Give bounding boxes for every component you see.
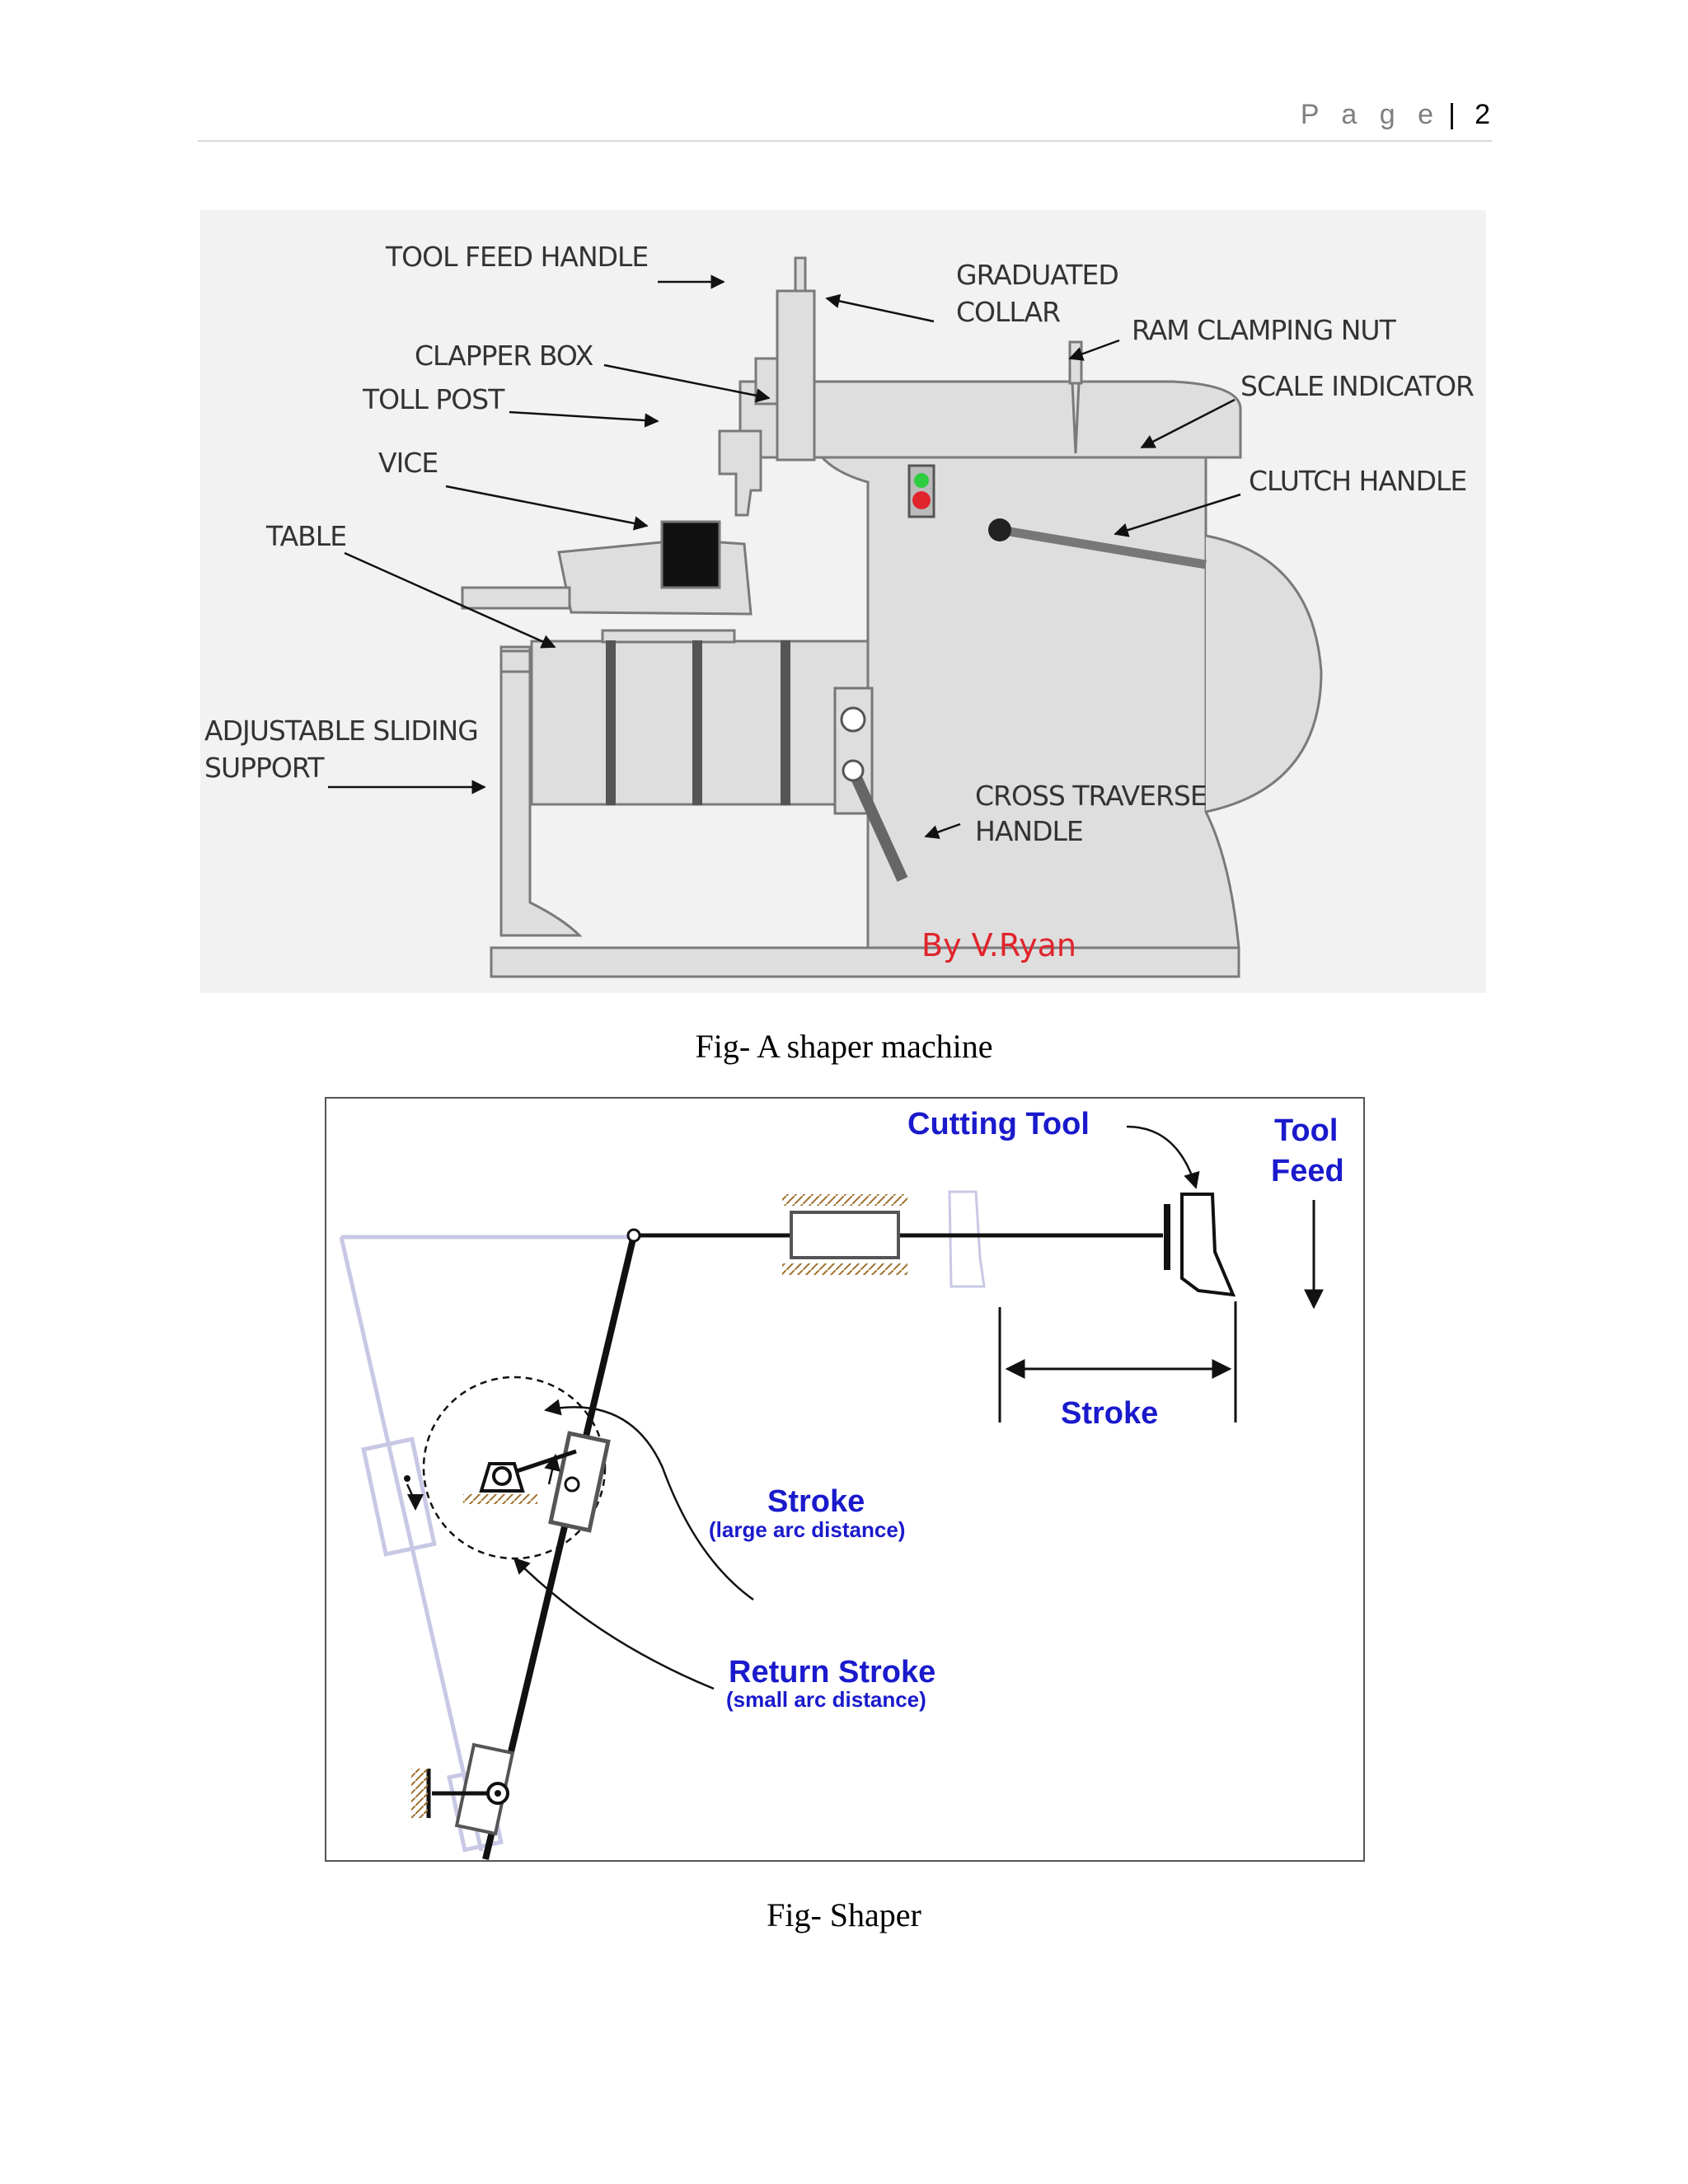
- label-feed: Feed: [1271, 1154, 1344, 1188]
- label-cutting-tool: Cutting Tool: [907, 1107, 1090, 1141]
- clutch-handle-graphic: [907, 464, 1207, 569]
- cutting-tool-shape: [1180, 1193, 1236, 1297]
- label-adjustable-sliding: ADJUSTABLE SLIDING: [204, 715, 478, 747]
- label-table: TABLE: [265, 520, 346, 552]
- guide-hatch-top: [782, 1194, 907, 1206]
- credit-text: By V.Ryan: [921, 927, 1076, 963]
- red-indicator-icon: [912, 491, 931, 509]
- bottom-hatch: [411, 1769, 428, 1818]
- ram-guide: [790, 1211, 900, 1259]
- label-graduated: GRADUATED: [956, 259, 1118, 291]
- leader-arrows: [328, 274, 1241, 839]
- shaper-machine-figure: TOOL FEED HANDLE GRADUATED COLLAR RAM CL…: [200, 210, 1486, 993]
- label-tool: Tool: [1274, 1113, 1338, 1148]
- stroke-dimension: [998, 1301, 1237, 1422]
- crank-hatch: [463, 1494, 537, 1504]
- page-separator: |: [1448, 99, 1456, 130]
- guide-hatch-bottom: [782, 1263, 907, 1275]
- label-stroke: Stroke: [767, 1484, 865, 1519]
- label-cross-traverse: CROSS TRAVERSE: [975, 780, 1207, 812]
- green-indicator-icon: [914, 473, 929, 488]
- label-return-sub: (small arc distance): [726, 1687, 926, 1712]
- label-toll-post: TOLL POST: [362, 383, 505, 415]
- label-clutch-handle: CLUTCH HANDLE: [1249, 465, 1466, 497]
- label-support: SUPPORT: [204, 752, 325, 784]
- label-return-stroke: Return Stroke: [729, 1655, 935, 1690]
- label-collar: COLLAR: [956, 296, 1060, 328]
- figure2-caption: Fig- Shaper: [767, 1896, 921, 1933]
- label-stroke-dimension: Stroke: [1061, 1396, 1158, 1431]
- label-vice: VICE: [378, 447, 438, 479]
- label-tool-feed-handle: TOOL FEED HANDLE: [385, 241, 648, 273]
- label-stroke-sub: (large arc distance): [709, 1517, 905, 1542]
- table-ribs: [606, 640, 790, 805]
- page-number: 2: [1475, 99, 1490, 130]
- cross-traverse-graphic: [833, 687, 908, 882]
- shaper-mechanism-figure: Cutting Tool Tool Feed Stroke Stroke (la…: [325, 1097, 1365, 1862]
- shaper-body: [461, 256, 1323, 978]
- label-clapper-box: CLAPPER BOX: [415, 340, 593, 372]
- label-ram-clamping-nut: RAM CLAMPING NUT: [1132, 314, 1397, 346]
- curved-leaders: [406, 1125, 1200, 1690]
- label-scale-indicator: SCALE INDICATOR: [1240, 370, 1474, 402]
- label-handle: HANDLE: [975, 815, 1083, 847]
- page-label: P a g e: [1300, 99, 1441, 130]
- page-header: P a g e | 2: [198, 97, 1492, 142]
- figure1-caption: Fig- A shaper machine: [695, 1028, 993, 1065]
